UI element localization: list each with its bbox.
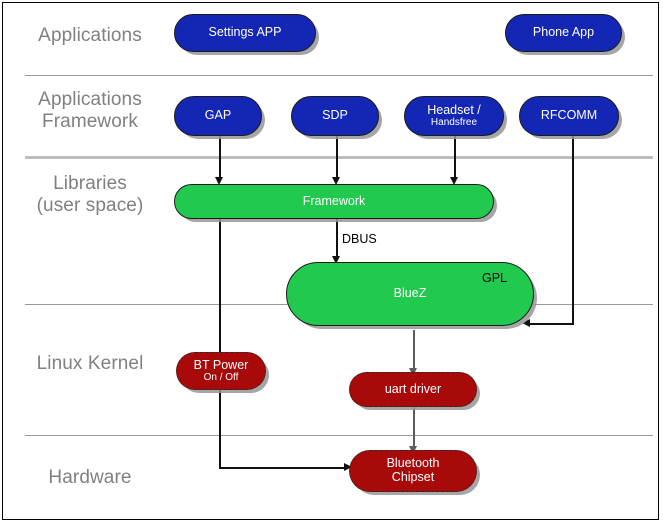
- arrowhead-sdp-to-framework: [332, 177, 340, 185]
- node-bluez[interactable]: GPL BlueZ: [286, 262, 534, 326]
- arrowhead-headset-to-framework: [450, 177, 458, 185]
- arrowhead-btpower-to-chipset: [344, 463, 352, 471]
- edge-sdp-to-framework: [336, 136, 338, 180]
- node-phone-app[interactable]: Phone App: [505, 14, 622, 52]
- divider-applications: [25, 75, 653, 76]
- layer-label-linux-kernel: Linux Kernel: [36, 353, 144, 374]
- node-bt-power[interactable]: BT Power On / Off: [176, 352, 266, 390]
- node-gap-label: GAP: [204, 108, 232, 123]
- edge-framework-to-bluez: [336, 218, 338, 260]
- node-bluez-label: BlueZ: [393, 286, 427, 301]
- edge-label-dbus: DBUS: [342, 232, 377, 246]
- divider-applications-framework: [25, 156, 653, 159]
- node-headset-handsfree-sublabel: Handsfree: [430, 117, 478, 129]
- arrowhead-framework-to-bluez: [332, 256, 340, 264]
- edge-uart-to-chipset: [413, 406, 415, 450]
- layer-label-hardware: Hardware: [48, 467, 132, 488]
- node-settings-app-label: Settings APP: [208, 25, 282, 40]
- node-settings-app[interactable]: Settings APP: [174, 14, 316, 52]
- layer-label-applications-framework: Applications Framework: [38, 89, 142, 132]
- node-headset-handsfree-label: Headset /: [427, 102, 481, 117]
- edge-headset-to-framework: [454, 136, 456, 180]
- node-bt-power-sublabel: On / Off: [203, 372, 239, 384]
- node-bluetooth-chipset-label: Bluetooth: [386, 456, 440, 471]
- edge-bluez-to-uart: [413, 330, 415, 372]
- node-framework-label: Framework: [302, 193, 366, 208]
- layer-label-applications: Applications: [38, 25, 142, 46]
- node-rfcomm-label: RFCOMM: [540, 108, 598, 123]
- node-phone-app-label: Phone App: [532, 25, 595, 40]
- node-sdp[interactable]: SDP: [291, 96, 379, 136]
- arrowhead-rfcomm-to-bluez: [522, 319, 530, 327]
- node-bt-power-label: BT Power: [193, 357, 249, 372]
- node-sdp-label: SDP: [322, 108, 348, 123]
- layer-label-libraries: Libraries (user space): [36, 173, 144, 216]
- node-bluez-license-tag: GPL: [481, 271, 507, 285]
- edge-framework-to-btpower: [219, 218, 221, 468]
- edge-rfcomm-down: [572, 136, 574, 324]
- node-bluetooth-chipset-sublabel: Chipset: [391, 470, 435, 484]
- arrowhead-gap-to-framework: [215, 177, 223, 185]
- node-gap[interactable]: GAP: [174, 96, 262, 136]
- node-rfcomm[interactable]: RFCOMM: [519, 96, 619, 136]
- node-framework[interactable]: Framework: [174, 184, 494, 219]
- edge-gap-to-framework: [219, 136, 221, 180]
- node-bluetooth-chipset[interactable]: Bluetooth Chipset: [349, 450, 477, 492]
- node-uart-driver[interactable]: uart driver: [349, 372, 477, 407]
- node-headset-handsfree[interactable]: Headset / Handsfree: [404, 96, 504, 136]
- edge-btpower-to-chipset: [219, 467, 347, 469]
- node-uart-driver-label: uart driver: [384, 381, 442, 396]
- divider-linux-kernel: [25, 435, 653, 436]
- edge-rfcomm-to-bluez: [530, 323, 574, 325]
